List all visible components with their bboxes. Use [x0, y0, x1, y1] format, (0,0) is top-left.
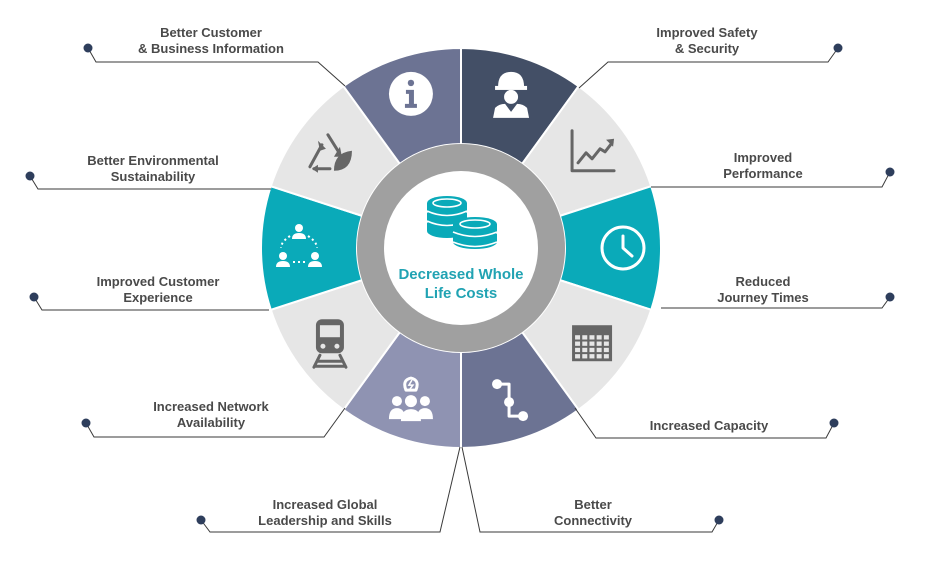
leader-dot-customer_exp: [29, 292, 39, 302]
label-network-line1: Increased Network: [153, 399, 269, 414]
label-information-line1: Better Customer: [160, 25, 262, 40]
center-title-line1: Decreased Whole: [398, 266, 523, 283]
team-idea-icon: [388, 376, 433, 422]
label-connectivity-line2: Connectivity: [554, 513, 633, 528]
leader-dot-network: [81, 418, 91, 428]
leader-line-customer_exp: [33, 296, 269, 311]
leader-lines: [25, 43, 895, 533]
leader-line-safety: [578, 47, 839, 89]
leader-line-network: [85, 407, 346, 438]
label-safety-line1: Improved Safety: [656, 25, 758, 40]
label-environment-line1: Better Environmental: [87, 153, 218, 168]
coin-stack-icon: [426, 196, 498, 249]
leader-line-environment: [29, 175, 271, 190]
connection-nodes-icon: [492, 379, 529, 422]
label-customer_exp-line1: Improved Customer: [97, 274, 220, 289]
construction-worker-icon: [493, 71, 530, 118]
recycle-leaf-icon: [308, 133, 352, 173]
wheel-icons: [276, 71, 646, 422]
calendar-grid-icon: [572, 325, 613, 362]
leader-line-connectivity: [461, 446, 720, 533]
people-network-icon: [276, 224, 322, 267]
leader-line-capacity: [574, 407, 835, 439]
leader-line-performance: [651, 171, 891, 188]
leader-line-journey: [661, 296, 891, 309]
label-information-line2: & Business Information: [138, 41, 284, 56]
train-icon: [312, 319, 348, 369]
line-chart-icon: [570, 129, 616, 173]
leader-dot-capacity: [829, 418, 839, 428]
label-performance-line1: Improved: [734, 150, 793, 165]
label-environment-line2: Sustainability: [111, 169, 196, 184]
leader-dot-safety: [833, 43, 843, 53]
label-safety-line2: & Security: [675, 41, 740, 56]
label-journey-line1: Reduced: [736, 274, 791, 289]
center-disc: [384, 171, 538, 325]
leader-line-leadership: [200, 446, 461, 533]
label-network-line2: Availability: [177, 415, 246, 430]
leader-dot-information: [83, 43, 93, 53]
leader-dot-leadership: [196, 515, 206, 525]
label-journey-line2: Journey Times: [717, 290, 809, 305]
label-leadership-line1: Increased Global: [273, 497, 378, 512]
leader-dot-performance: [885, 167, 895, 177]
label-capacity-line1: Increased Capacity: [650, 418, 769, 433]
label-leadership-line2: Leadership and Skills: [258, 513, 392, 528]
info-icon: [388, 71, 433, 116]
benefit-labels: Improved Safety& SecurityImprovedPerform…: [87, 25, 809, 528]
label-customer_exp-line2: Experience: [123, 290, 192, 305]
center-title-line2: Life Costs: [425, 285, 498, 302]
label-connectivity-line1: Better: [574, 497, 612, 512]
clock-icon: [600, 225, 646, 271]
leader-dot-environment: [25, 171, 35, 181]
label-performance-line2: Performance: [723, 166, 802, 181]
leader-line-information: [87, 47, 346, 87]
leader-dot-connectivity: [714, 515, 724, 525]
leader-dot-journey: [885, 292, 895, 302]
